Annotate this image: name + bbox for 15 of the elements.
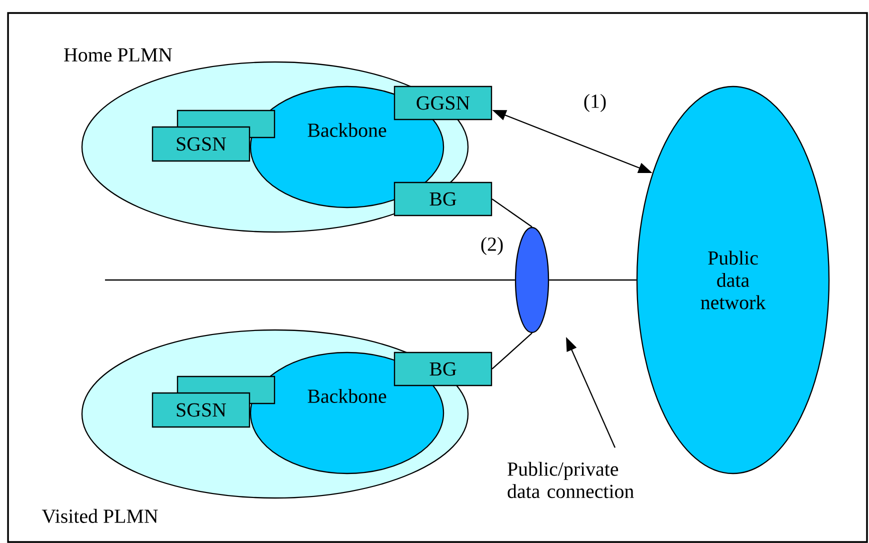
node-label: Home PLMN [64,48,172,62]
edge-label: (1) [584,94,606,112]
connection-ellipse [514,226,550,334]
connector-line [105,279,515,281]
note-text: Public/private data connection [508,462,634,498]
node-box: BG [394,182,492,216]
connector-line [492,198,532,228]
node-box: SGSN [152,126,250,162]
callout-label: (2) [481,236,503,256]
node-label: Visited PLMN [42,508,158,524]
connector-line [549,279,636,281]
node-box: BG [394,352,492,386]
node-box: GGSN [394,86,492,120]
node-box: SGSN [152,392,250,428]
connector-line [492,332,532,370]
